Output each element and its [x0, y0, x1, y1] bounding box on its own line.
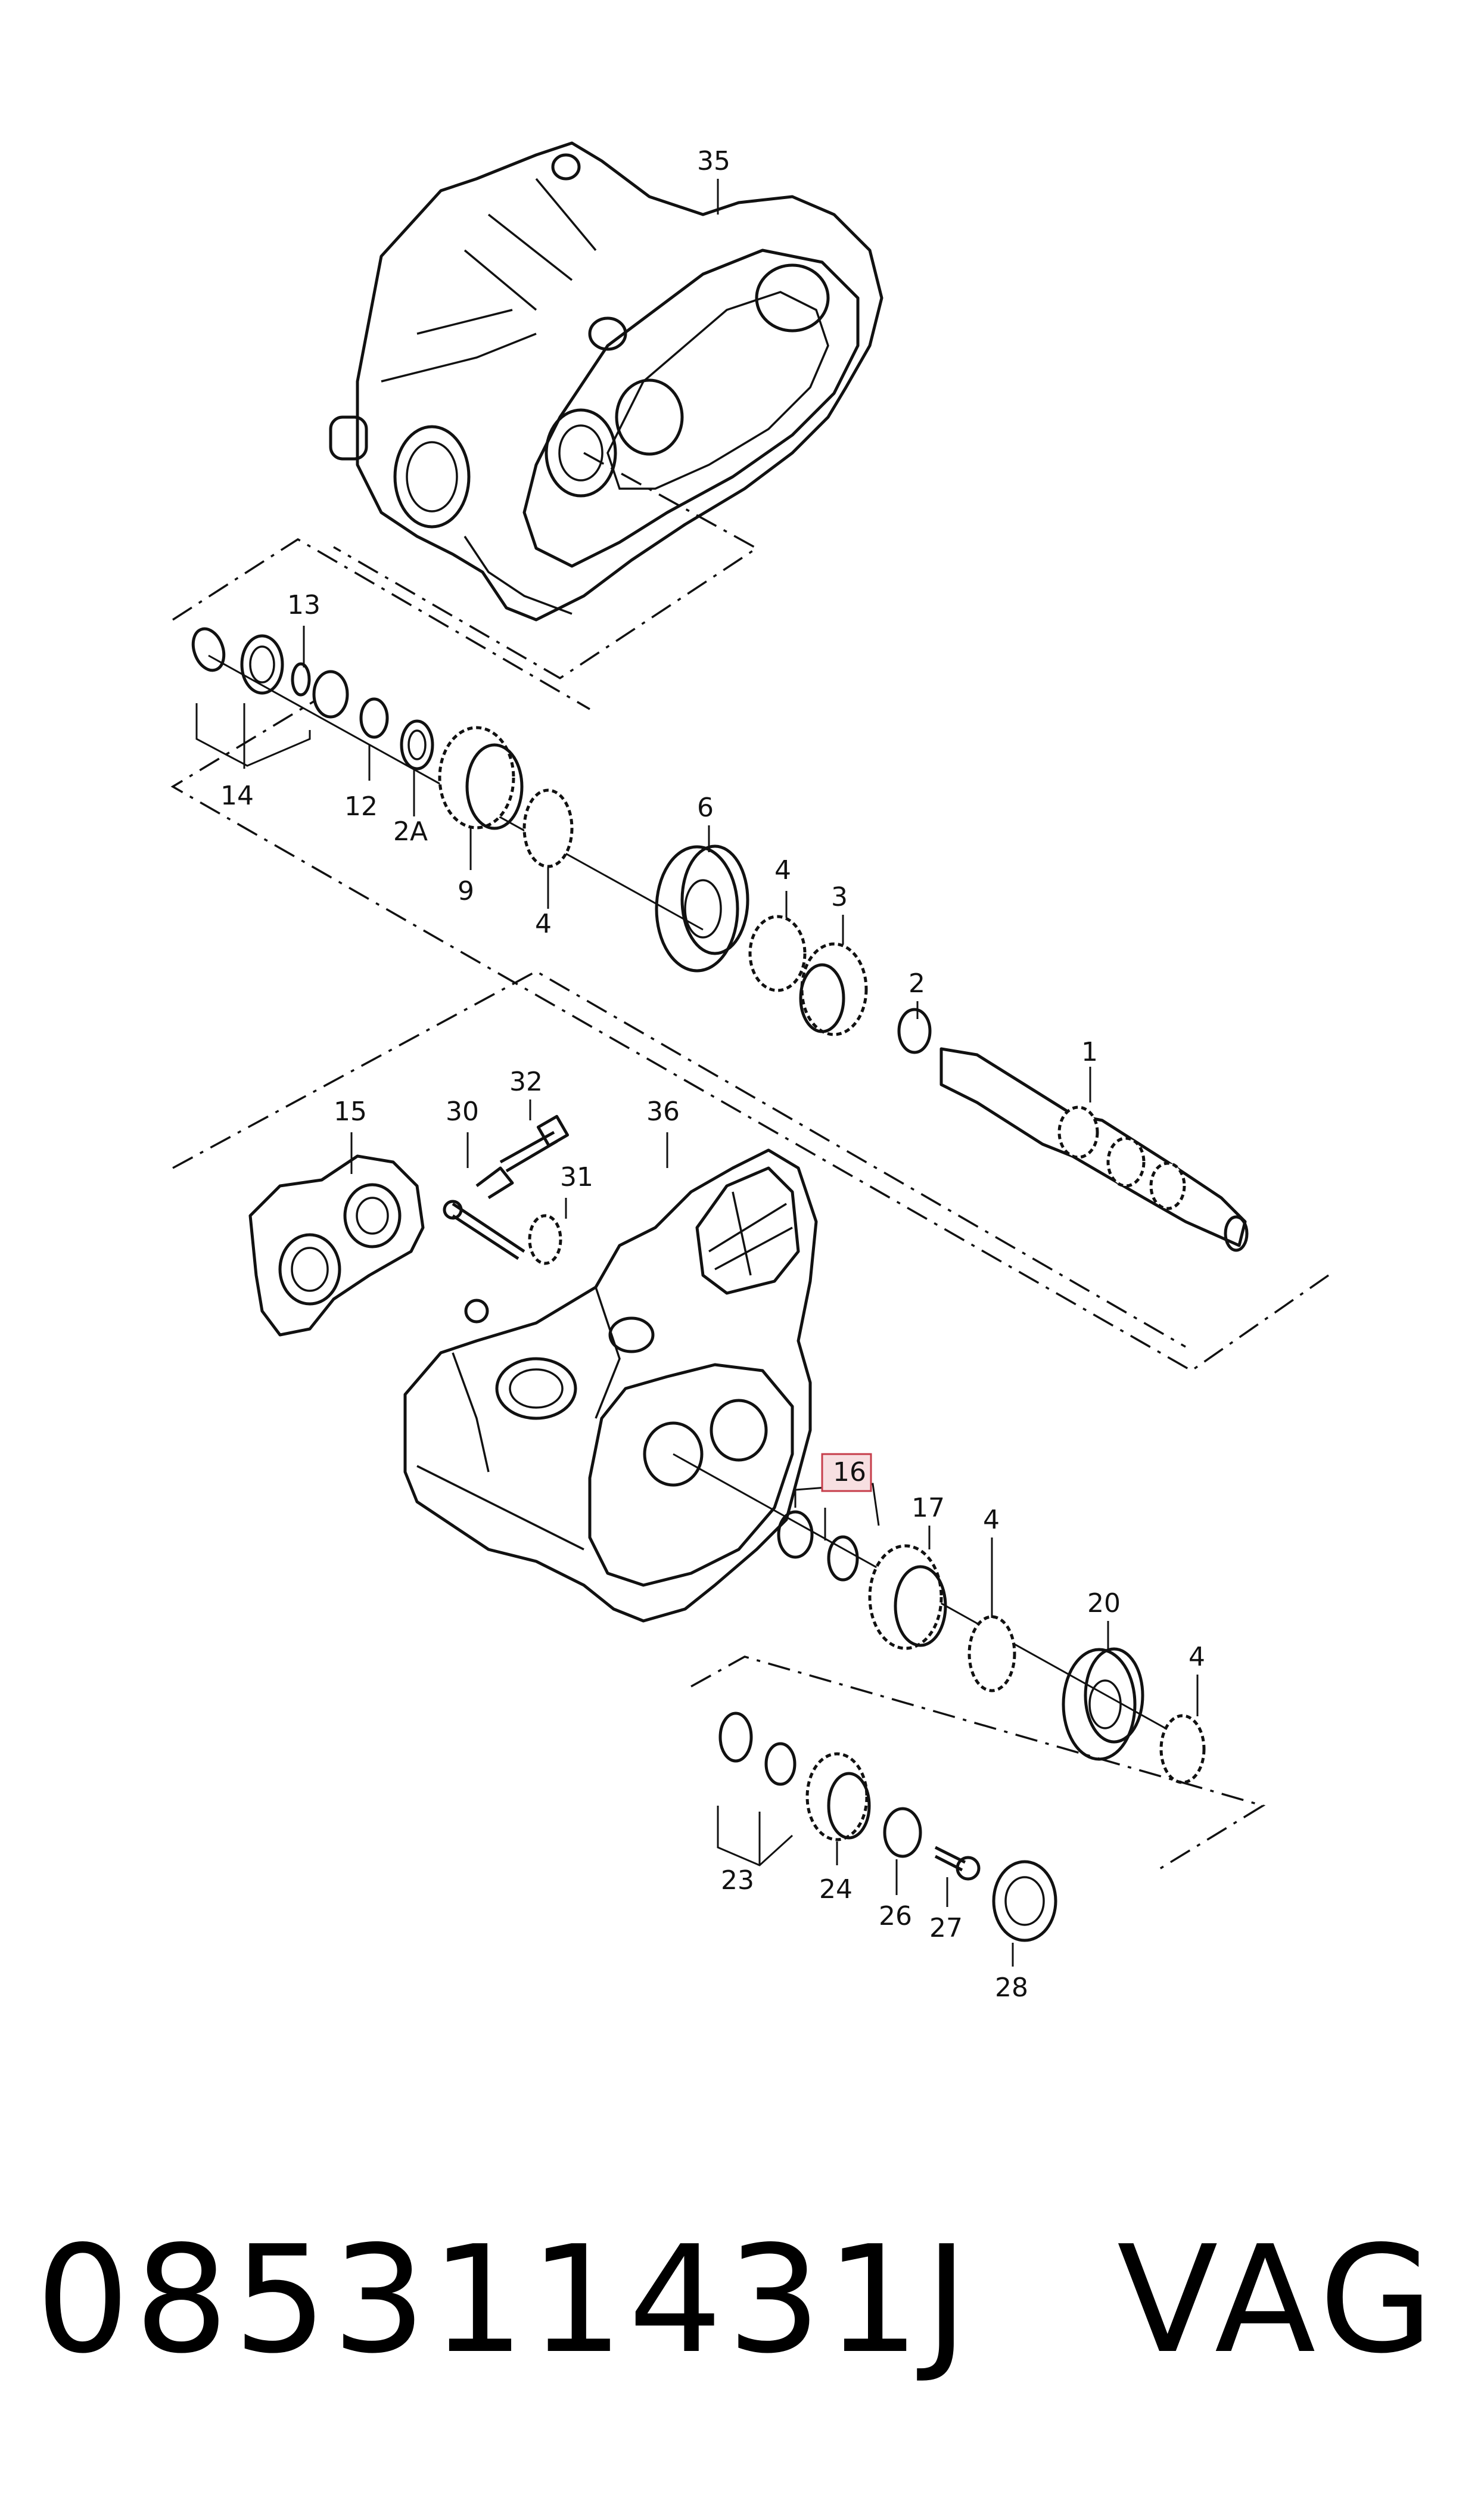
callout-2a: 2A — [393, 816, 428, 847]
cover-15 — [248, 1154, 425, 1337]
bushing-23 — [764, 1742, 797, 1786]
synchro-hub-6 — [655, 844, 749, 973]
callout-2: 2 — [909, 968, 925, 999]
callout-4-mid: 4 — [774, 855, 791, 886]
callout-4-lower: 4 — [983, 1505, 1000, 1535]
leader-lines — [195, 179, 1199, 1967]
cover-assembly-line — [172, 970, 1186, 1348]
housing-assembly-line — [333, 452, 759, 680]
callout-6: 6 — [697, 793, 714, 823]
gear-9 — [438, 726, 524, 830]
gear-17 — [868, 1544, 947, 1650]
callout-26: 26 — [879, 1901, 912, 1931]
gear-24 — [805, 1752, 871, 1841]
bearing-28 — [992, 1860, 1057, 1942]
callout-36: 36 — [646, 1097, 680, 1127]
callout-31: 31 — [560, 1162, 593, 1192]
synchro-ring-4-mid — [748, 915, 807, 992]
callout-12: 12 — [344, 791, 378, 822]
spacer-26 — [883, 1807, 922, 1858]
gear-31 — [528, 1214, 562, 1265]
gearbox-housing-35 — [329, 141, 883, 622]
synchro-ring-4-end — [1159, 1714, 1206, 1784]
bolt-32 — [499, 1114, 570, 1173]
washer-13 — [291, 662, 311, 697]
callout-4-end: 4 — [1189, 1642, 1205, 1672]
circlip-14 — [191, 627, 226, 672]
needle-bearing-23 — [718, 1712, 753, 1763]
callout-23: 23 — [721, 1865, 754, 1896]
callout-28: 28 — [995, 1973, 1028, 2003]
callout-13: 13 — [287, 590, 321, 620]
callout-30: 30 — [446, 1097, 479, 1127]
bolt-27 — [934, 1846, 981, 1881]
callout-24: 24 — [819, 1874, 853, 1905]
part-number: 085311431J — [36, 2214, 973, 2386]
needle-bearing-16 — [827, 1535, 859, 1582]
needle-bearing-14 — [240, 634, 284, 695]
lever-30 — [443, 1166, 525, 1260]
needle-bearing-2 — [897, 1008, 932, 1054]
callout-1: 1 — [1081, 1037, 1098, 1067]
upper-shaft-bracket — [172, 538, 590, 710]
callout-3: 3 — [831, 882, 848, 912]
lower-shaft-bracket — [690, 1655, 1266, 1872]
callout-14: 14 — [220, 781, 254, 811]
callout-32: 32 — [509, 1067, 543, 1097]
gear-case-36 — [403, 1148, 818, 1623]
input-shaft-1 — [939, 1047, 1249, 1252]
callout-4-upper: 4 — [535, 909, 552, 939]
brand-name: VAG — [1117, 2214, 1440, 2386]
callout-35: 35 — [697, 146, 730, 176]
bushing-16 — [777, 1510, 814, 1559]
synchro-ring-4-upper — [522, 788, 574, 868]
synchro-hub-20 — [1062, 1647, 1144, 1761]
gear-3 — [799, 942, 868, 1036]
synchro-ring-4-lower — [967, 1615, 1016, 1692]
callout-15: 15 — [334, 1097, 367, 1127]
spacer-12 — [359, 697, 389, 739]
callout-9: 9 — [458, 876, 474, 906]
callout-16: 16 — [833, 1457, 866, 1487]
callout-17: 17 — [911, 1493, 945, 1523]
callout-16-highlight — [821, 1453, 872, 1492]
callout-27: 27 — [929, 1913, 963, 1943]
needle-bearing-2a — [400, 719, 434, 771]
callout-20: 20 — [1087, 1588, 1121, 1619]
bushing-14 — [312, 670, 349, 719]
